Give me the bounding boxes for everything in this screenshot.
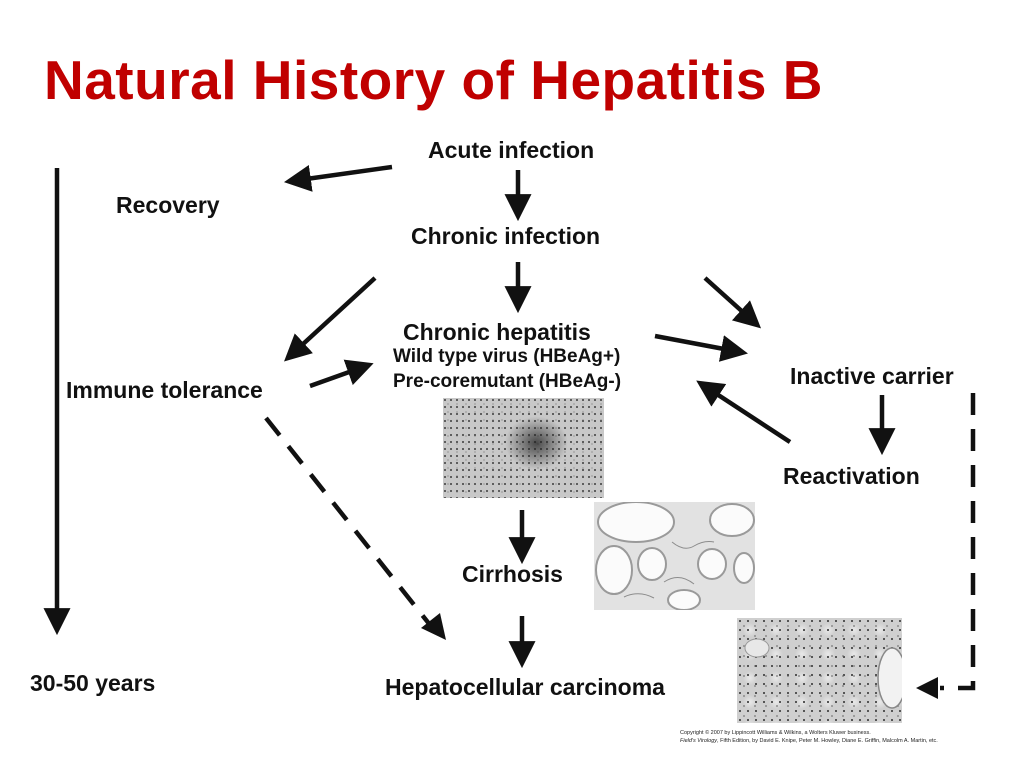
node-acute-infection: Acute infection <box>428 137 595 163</box>
arrow-reactivation-to-hepatitis <box>696 380 792 444</box>
cirrhosis-texture <box>594 502 755 610</box>
node-pre-core-mutant: Pre-coremutant (HBeAg-) <box>393 371 622 392</box>
arrow-hepatitis-to-inactive <box>654 333 748 362</box>
node-recovery: Recovery <box>116 192 220 218</box>
node-inactive-carrier: Inactive carrier <box>790 363 954 389</box>
arrow-chronic-to-tolerance <box>284 276 377 362</box>
node-reactivation: Reactivation <box>783 463 920 489</box>
dashed-arrow-inactive-to-hcc <box>940 393 976 691</box>
node-chronic-infection: Chronic infection <box>411 223 601 249</box>
dashed-arrow-tolerance-to-hcc <box>264 416 436 632</box>
copyright-notice: Copyright © 2007 by Lippincott Williams … <box>680 730 938 746</box>
copyright-line-1: Copyright © 2007 by Lippincott Williams … <box>680 730 871 736</box>
node-hepatocellular-carcinoma: Hepatocellular carcinoma <box>385 674 665 700</box>
cirrhosis-micrograph <box>594 502 755 610</box>
arrow-acute-to-recovery <box>283 164 393 192</box>
node-wild-type-virus: Wild type virus (HBeAg+) <box>393 346 621 367</box>
hcc-texture <box>744 638 902 709</box>
copyright-line-2: Field's Virology, Fifth Edition, by Davi… <box>680 738 938 746</box>
arrow-tolerance-to-hepatitis <box>309 359 374 389</box>
arrowhead-tolerance-to-hcc <box>421 613 446 640</box>
book-credits: , Fifth Edition, by David E. Knipe, Pete… <box>717 737 938 744</box>
node-chronic-hepatitis: Chronic hepatitis <box>403 319 591 345</box>
arrow-chronic-to-inactive <box>703 276 762 329</box>
hcc-micrograph <box>737 618 902 723</box>
timeline-label: 30-50 years <box>30 670 156 696</box>
chronic-hepatitis-micrograph <box>443 398 604 498</box>
node-cirrhosis: Cirrhosis <box>462 561 563 587</box>
node-immune-tolerance: Immune tolerance <box>66 377 263 403</box>
book-title: Field's Virology <box>680 737 718 744</box>
slide-title: Natural History of Hepatitis B <box>44 49 824 111</box>
arrowhead-inactive-to-hcc <box>916 677 938 699</box>
